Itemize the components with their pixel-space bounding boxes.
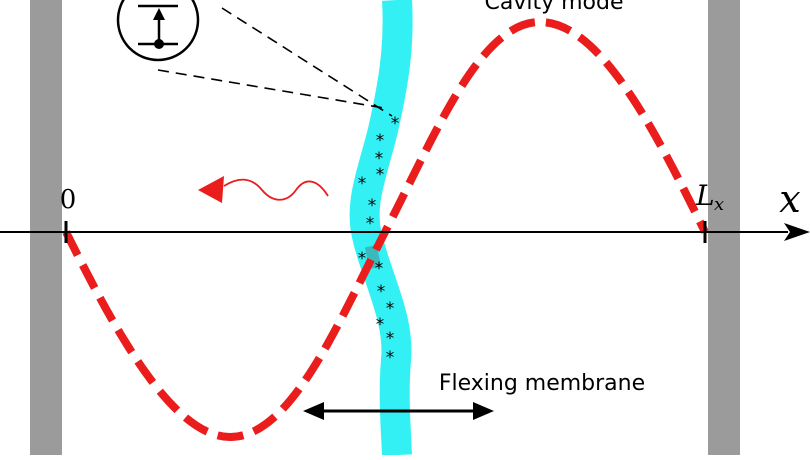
emitter-atoms: * * * * * * * * * * * * * * [358,114,400,368]
emitter-atom: * [391,114,400,134]
double-arrow-icon [303,402,494,420]
emitter-atom: * [368,196,377,216]
emitter-atom: * [375,259,384,279]
emitter-atom: * [386,348,395,368]
emitter-atom: * [376,131,385,151]
lx-subscript: x [714,194,724,215]
zoom-line-upper [221,7,393,117]
left-mirror-wall [30,0,62,455]
wavy-arrow-icon [198,176,329,203]
x-axis-arrowhead [784,223,810,241]
emitter-atom: * [366,214,375,234]
flexing-membrane-label: Flexing membrane [439,371,645,396]
emitter-atom: * [358,174,367,194]
origin-label: 0 [60,185,77,215]
emitter-atom: * [376,315,385,335]
emitter-atom: * [377,282,386,302]
x-axis-label: x [779,177,800,221]
emitter-atom: * [358,249,367,269]
emitter-atom: * [386,299,395,319]
zoom-line-lower [157,69,385,109]
emitter-atom: * [375,149,384,169]
lx-label: L [695,179,715,212]
flexing-membrane [349,0,413,456]
emitter-atom: * [376,165,385,185]
right-mirror-wall [708,0,740,455]
cavity-mode-label: Cavity mode [484,0,623,15]
emitter-atom: * [386,329,395,349]
two-level-atom-icon [116,0,200,62]
